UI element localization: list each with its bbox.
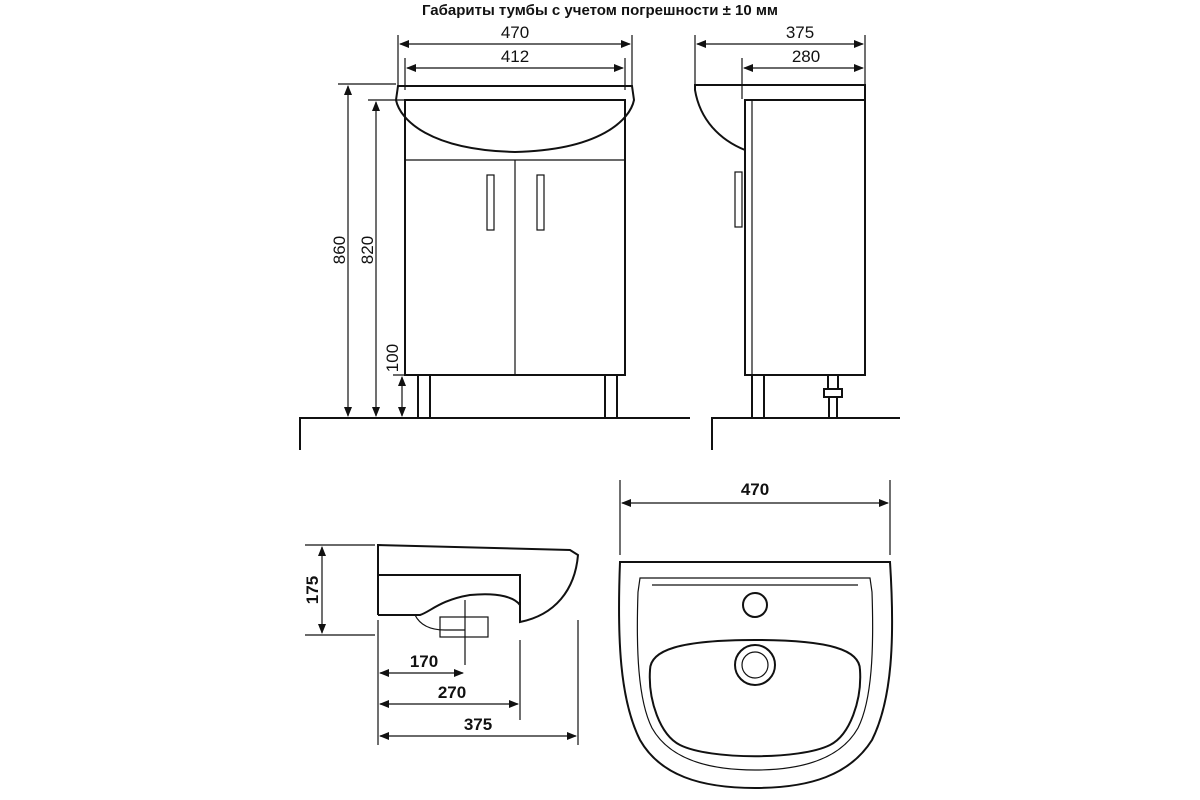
label-front-width-inner: 412 — [501, 47, 529, 66]
front-view: 470 412 860 820 100 — [299, 23, 690, 450]
basin-side-outline — [377, 543, 580, 624]
basin-side-view: 175 170 270 375 — [303, 543, 580, 745]
front-floor-line — [299, 417, 690, 450]
left-door-handle — [486, 174, 495, 231]
label-basin-drain-offset: 170 — [410, 652, 438, 671]
side-view: 375 280 — [694, 23, 900, 450]
label-side-depth-overall: 375 — [786, 23, 814, 42]
label-front-height-overall: 860 — [330, 236, 349, 264]
side-foot-pin — [828, 396, 838, 419]
page-title: Габариты тумбы с учетом погрешности ± 10… — [421, 2, 779, 19]
front-left-leg — [417, 374, 431, 419]
side-cabinet-body — [744, 99, 866, 376]
label-front-width-overall: 470 — [501, 23, 529, 42]
side-leg — [751, 374, 765, 419]
label-basin-depth-overall: 375 — [464, 715, 492, 734]
basin-top-view: 470 — [618, 480, 894, 790]
label-basin-bowl-depth: 270 — [438, 683, 466, 702]
basin-top-faucet-hole — [742, 592, 768, 618]
basin-side-drain — [439, 616, 489, 638]
front-right-leg — [604, 374, 618, 419]
basin-side-underside — [378, 593, 521, 616]
label-basin-height: 175 — [303, 576, 322, 604]
basin-top-bowl — [648, 638, 862, 758]
label-basin-top-width: 470 — [741, 480, 769, 499]
label-front-height-body: 820 — [358, 236, 377, 264]
basin-top-drain-outer — [734, 644, 776, 686]
basin-side-drain-curve — [414, 614, 465, 631]
basin-top-drain-inner — [741, 651, 769, 679]
front-basin-outline — [394, 85, 636, 154]
side-floor-line — [711, 417, 900, 450]
side-door-handle — [734, 171, 743, 228]
side-basin-outline — [694, 84, 866, 152]
basin-top-outer-rim — [618, 561, 894, 790]
right-door-handle — [536, 174, 545, 231]
label-front-leg-height: 100 — [383, 344, 402, 372]
label-side-depth-body: 280 — [792, 47, 820, 66]
basin-top-inner-rim — [636, 577, 874, 771]
side-foot-adjuster — [827, 374, 839, 390]
side-foot-nut — [823, 388, 843, 398]
